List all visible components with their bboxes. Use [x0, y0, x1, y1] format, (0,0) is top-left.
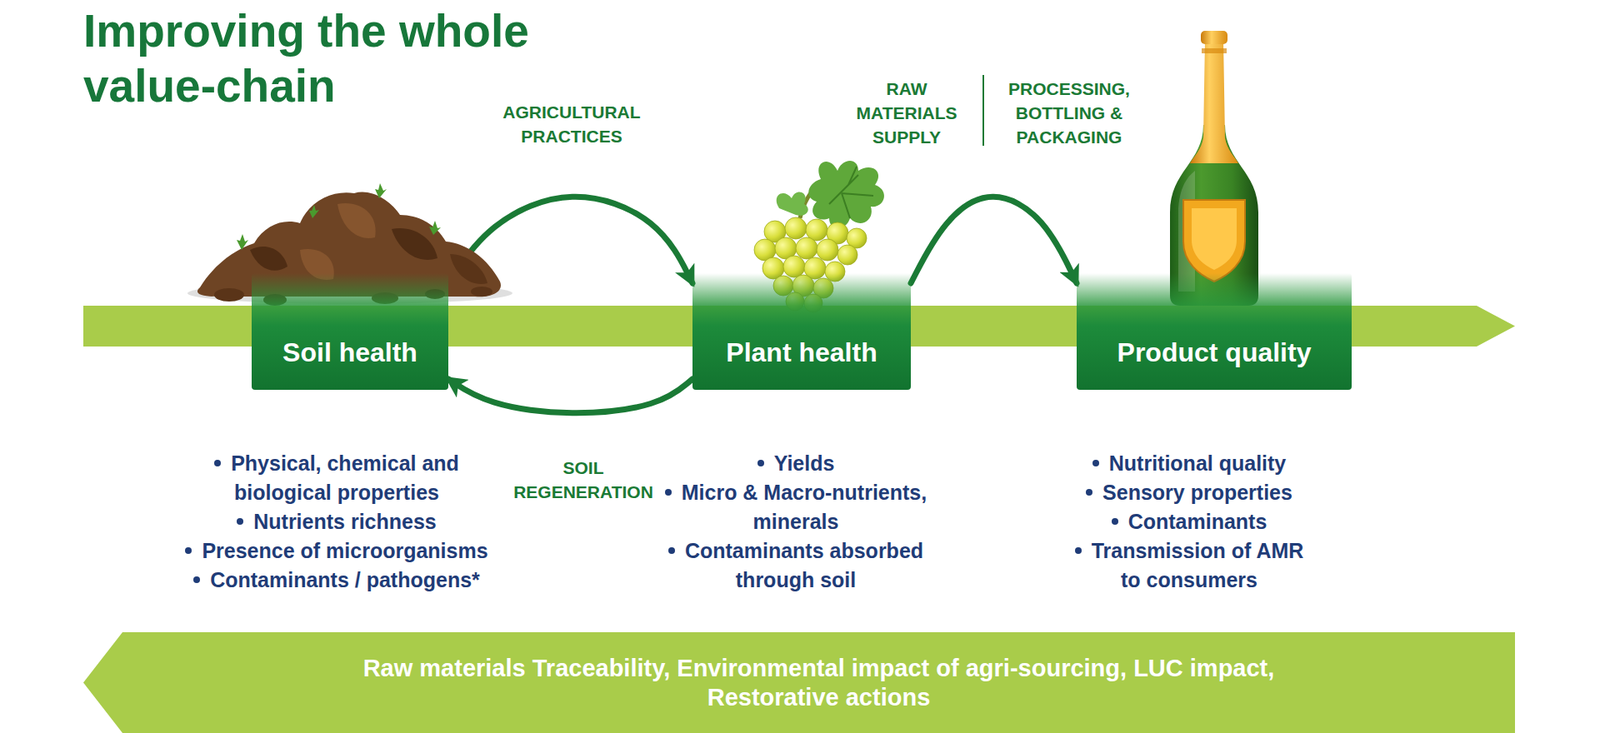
value-chain-box: Product qualityNutritional qualitySensor…	[1076, 273, 1352, 390]
bullet-text: Contaminants	[1128, 510, 1268, 534]
bullet-item: Nutritional quality	[1064, 449, 1315, 479]
bullet-dot	[1092, 460, 1100, 467]
bullet-text: Yields	[774, 451, 835, 475]
bullet-text: Presence of microorganisms	[201, 539, 488, 563]
flow-arrow	[910, 196, 1077, 284]
stage-label: PROCESSING, BOTTLING & PACKAGING	[1006, 76, 1132, 150]
bullet-item: Presence of microorganisms	[178, 536, 495, 566]
bullet-list: YieldsMicro & Macro-nutrients, mineralsC…	[662, 449, 930, 595]
sourcing-band: Raw materials Traceability, Environmenta…	[83, 632, 1515, 733]
band-arrow	[83, 632, 1515, 733]
bullet-item: Sensory properties	[1064, 478, 1315, 508]
value-chain-box: Soil healthPhysical, chemical and biolog…	[251, 273, 449, 390]
bullet-item: Yields	[662, 449, 930, 479]
bullet-dot	[236, 518, 244, 525]
bullet-item: Micro & Macro-nutrients, minerals	[662, 478, 930, 537]
box-heading: Plant health	[725, 336, 877, 369]
diagram-title: Improving the whole value-chain	[83, 3, 617, 114]
bullet-dot	[757, 460, 765, 467]
bullet-text: Micro & Macro-nutrients, minerals	[681, 480, 927, 534]
bullet-item: Contaminants	[1064, 507, 1315, 537]
bullet-item: Contaminants absorbed through soil	[662, 536, 930, 595]
box-heading: Soil health	[282, 336, 418, 369]
bullet-dot	[665, 489, 672, 496]
wine-bottle	[1170, 30, 1259, 306]
bullet-text: Transmission of AMR to consumers	[1091, 539, 1305, 592]
bullet-text: Nutrients richness	[253, 510, 437, 534]
bullet-item: Contaminants / pathogens*	[178, 565, 495, 595]
bullet-item: Transmission of AMR to consumers	[1064, 536, 1315, 595]
bullet-list: Nutritional qualitySensory propertiesCon…	[1064, 449, 1315, 595]
bullet-dot	[668, 547, 675, 555]
bullet-item: Physical, chemical and biological proper…	[178, 449, 495, 508]
band-arrow-shape	[83, 632, 1515, 733]
bullet-dot	[1085, 489, 1093, 496]
bullet-list: Physical, chemical and biological proper…	[178, 449, 495, 595]
bullet-text: Contaminants absorbed through soil	[685, 539, 924, 592]
value-chain-box: Plant healthYieldsMicro & Macro-nutrient…	[692, 273, 911, 390]
bullet-dot	[193, 576, 200, 584]
bullet-dot	[185, 547, 192, 555]
bullet-item: Nutrients richness	[178, 507, 495, 537]
bullet-dot	[214, 460, 221, 467]
bullet-text: Nutritional quality	[1109, 451, 1287, 475]
flow-label: AGRICULTURAL PRACTICES	[484, 100, 660, 149]
bullet-text: Contaminants / pathogens*	[210, 568, 480, 592]
box-heading: Product quality	[1117, 336, 1312, 369]
bullet-text: Sensory properties	[1102, 480, 1293, 505]
bullet-dot	[1111, 518, 1119, 525]
bullet-dot	[1075, 547, 1082, 555]
label-divider	[982, 75, 985, 146]
band-text: Raw materials Traceability, Environmenta…	[356, 654, 1282, 713]
flow-arrow	[448, 379, 693, 414]
flow-label: RAW MATERIALS SUPPLY	[844, 76, 970, 150]
bullet-text: Physical, chemical and biological proper…	[230, 451, 460, 505]
flow-label: SOIL REGENERATION	[500, 455, 667, 505]
